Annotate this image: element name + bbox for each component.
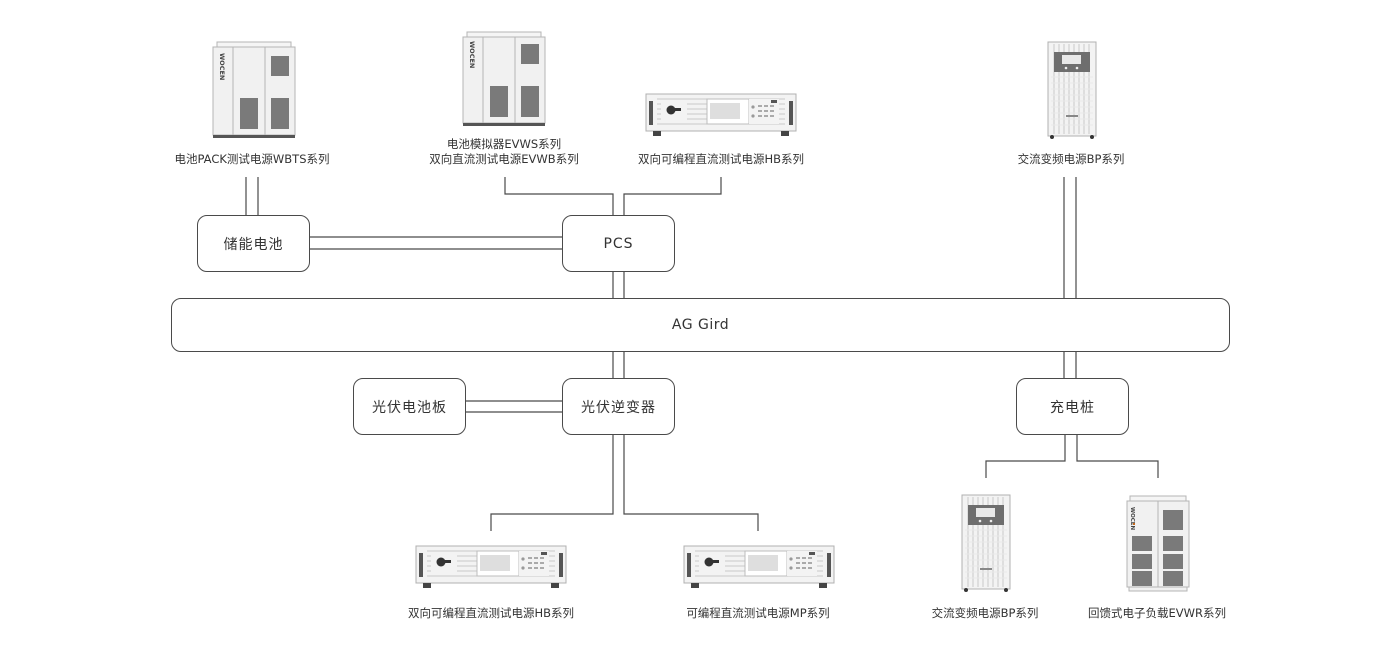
device-label-wbts: 电池PACK测试电源WBTS系列 xyxy=(174,152,330,166)
wire-charger-evwr xyxy=(1076,435,1159,478)
wire-evws-pcs xyxy=(504,177,614,215)
device-label-evwr: 回馈式电子负载EVWR系列 xyxy=(1088,606,1226,620)
wire-inverter-hb xyxy=(490,435,614,531)
node-label: PCS xyxy=(603,235,634,252)
tower-power-supply-icon xyxy=(961,494,1011,592)
svg-text:WOCEN: WOCEN xyxy=(218,53,226,80)
node-storage-battery[interactable]: 储能电池 xyxy=(197,215,310,272)
node-pcs[interactable]: PCS xyxy=(562,215,675,272)
wire-hb-pcs xyxy=(623,177,722,215)
node-label: 光伏电池板 xyxy=(372,399,447,416)
node-label: 充电桩 xyxy=(1050,399,1095,416)
node-pv-inverter[interactable]: 光伏逆变器 xyxy=(562,378,675,435)
svg-text:WOCEN: WOCEN xyxy=(468,41,476,68)
node-label: 光伏逆变器 xyxy=(581,399,656,416)
node-label: 储能电池 xyxy=(223,236,284,253)
device-label-evws: 电池模拟器EVWS系列 双向直流测试电源EVWB系列 xyxy=(404,137,604,167)
node-charging-pile[interactable]: 充电桩 xyxy=(1016,378,1129,435)
node-pv-panel[interactable]: 光伏电池板 xyxy=(353,378,466,435)
device-label-line2: 双向直流测试电源EVWB系列 xyxy=(429,152,579,166)
device-label-mp: 可编程直流测试电源MP系列 xyxy=(686,606,830,620)
device-label-bp-bottom: 交流变频电源BP系列 xyxy=(931,606,1039,620)
device-label-hb-bottom: 双向可编程直流测试电源HB系列 xyxy=(407,606,575,620)
tower-power-supply-icon xyxy=(1047,41,1097,139)
rack-power-supply-icon xyxy=(415,545,567,588)
wire-inverter-mp xyxy=(623,435,759,531)
rack-power-supply-icon xyxy=(683,545,835,588)
node-label: AG Gird xyxy=(671,317,730,333)
cabinet-icon: WOCEN xyxy=(1126,495,1190,592)
device-label-line1: 电池模拟器EVWS系列 xyxy=(446,137,562,151)
node-grid[interactable]: AG Gird xyxy=(171,298,1230,352)
svg-text:WOCEN: WOCEN xyxy=(1129,507,1135,531)
cabinet-icon: WOCEN xyxy=(212,41,296,138)
device-label-bp-top: 交流变频电源BP系列 xyxy=(1017,152,1125,166)
device-label-hb-top: 双向可编程直流测试电源HB系列 xyxy=(637,152,805,166)
cabinet-icon: WOCEN xyxy=(462,31,546,126)
wire-charger-bp xyxy=(985,435,1066,478)
rack-power-supply-icon xyxy=(645,93,797,136)
